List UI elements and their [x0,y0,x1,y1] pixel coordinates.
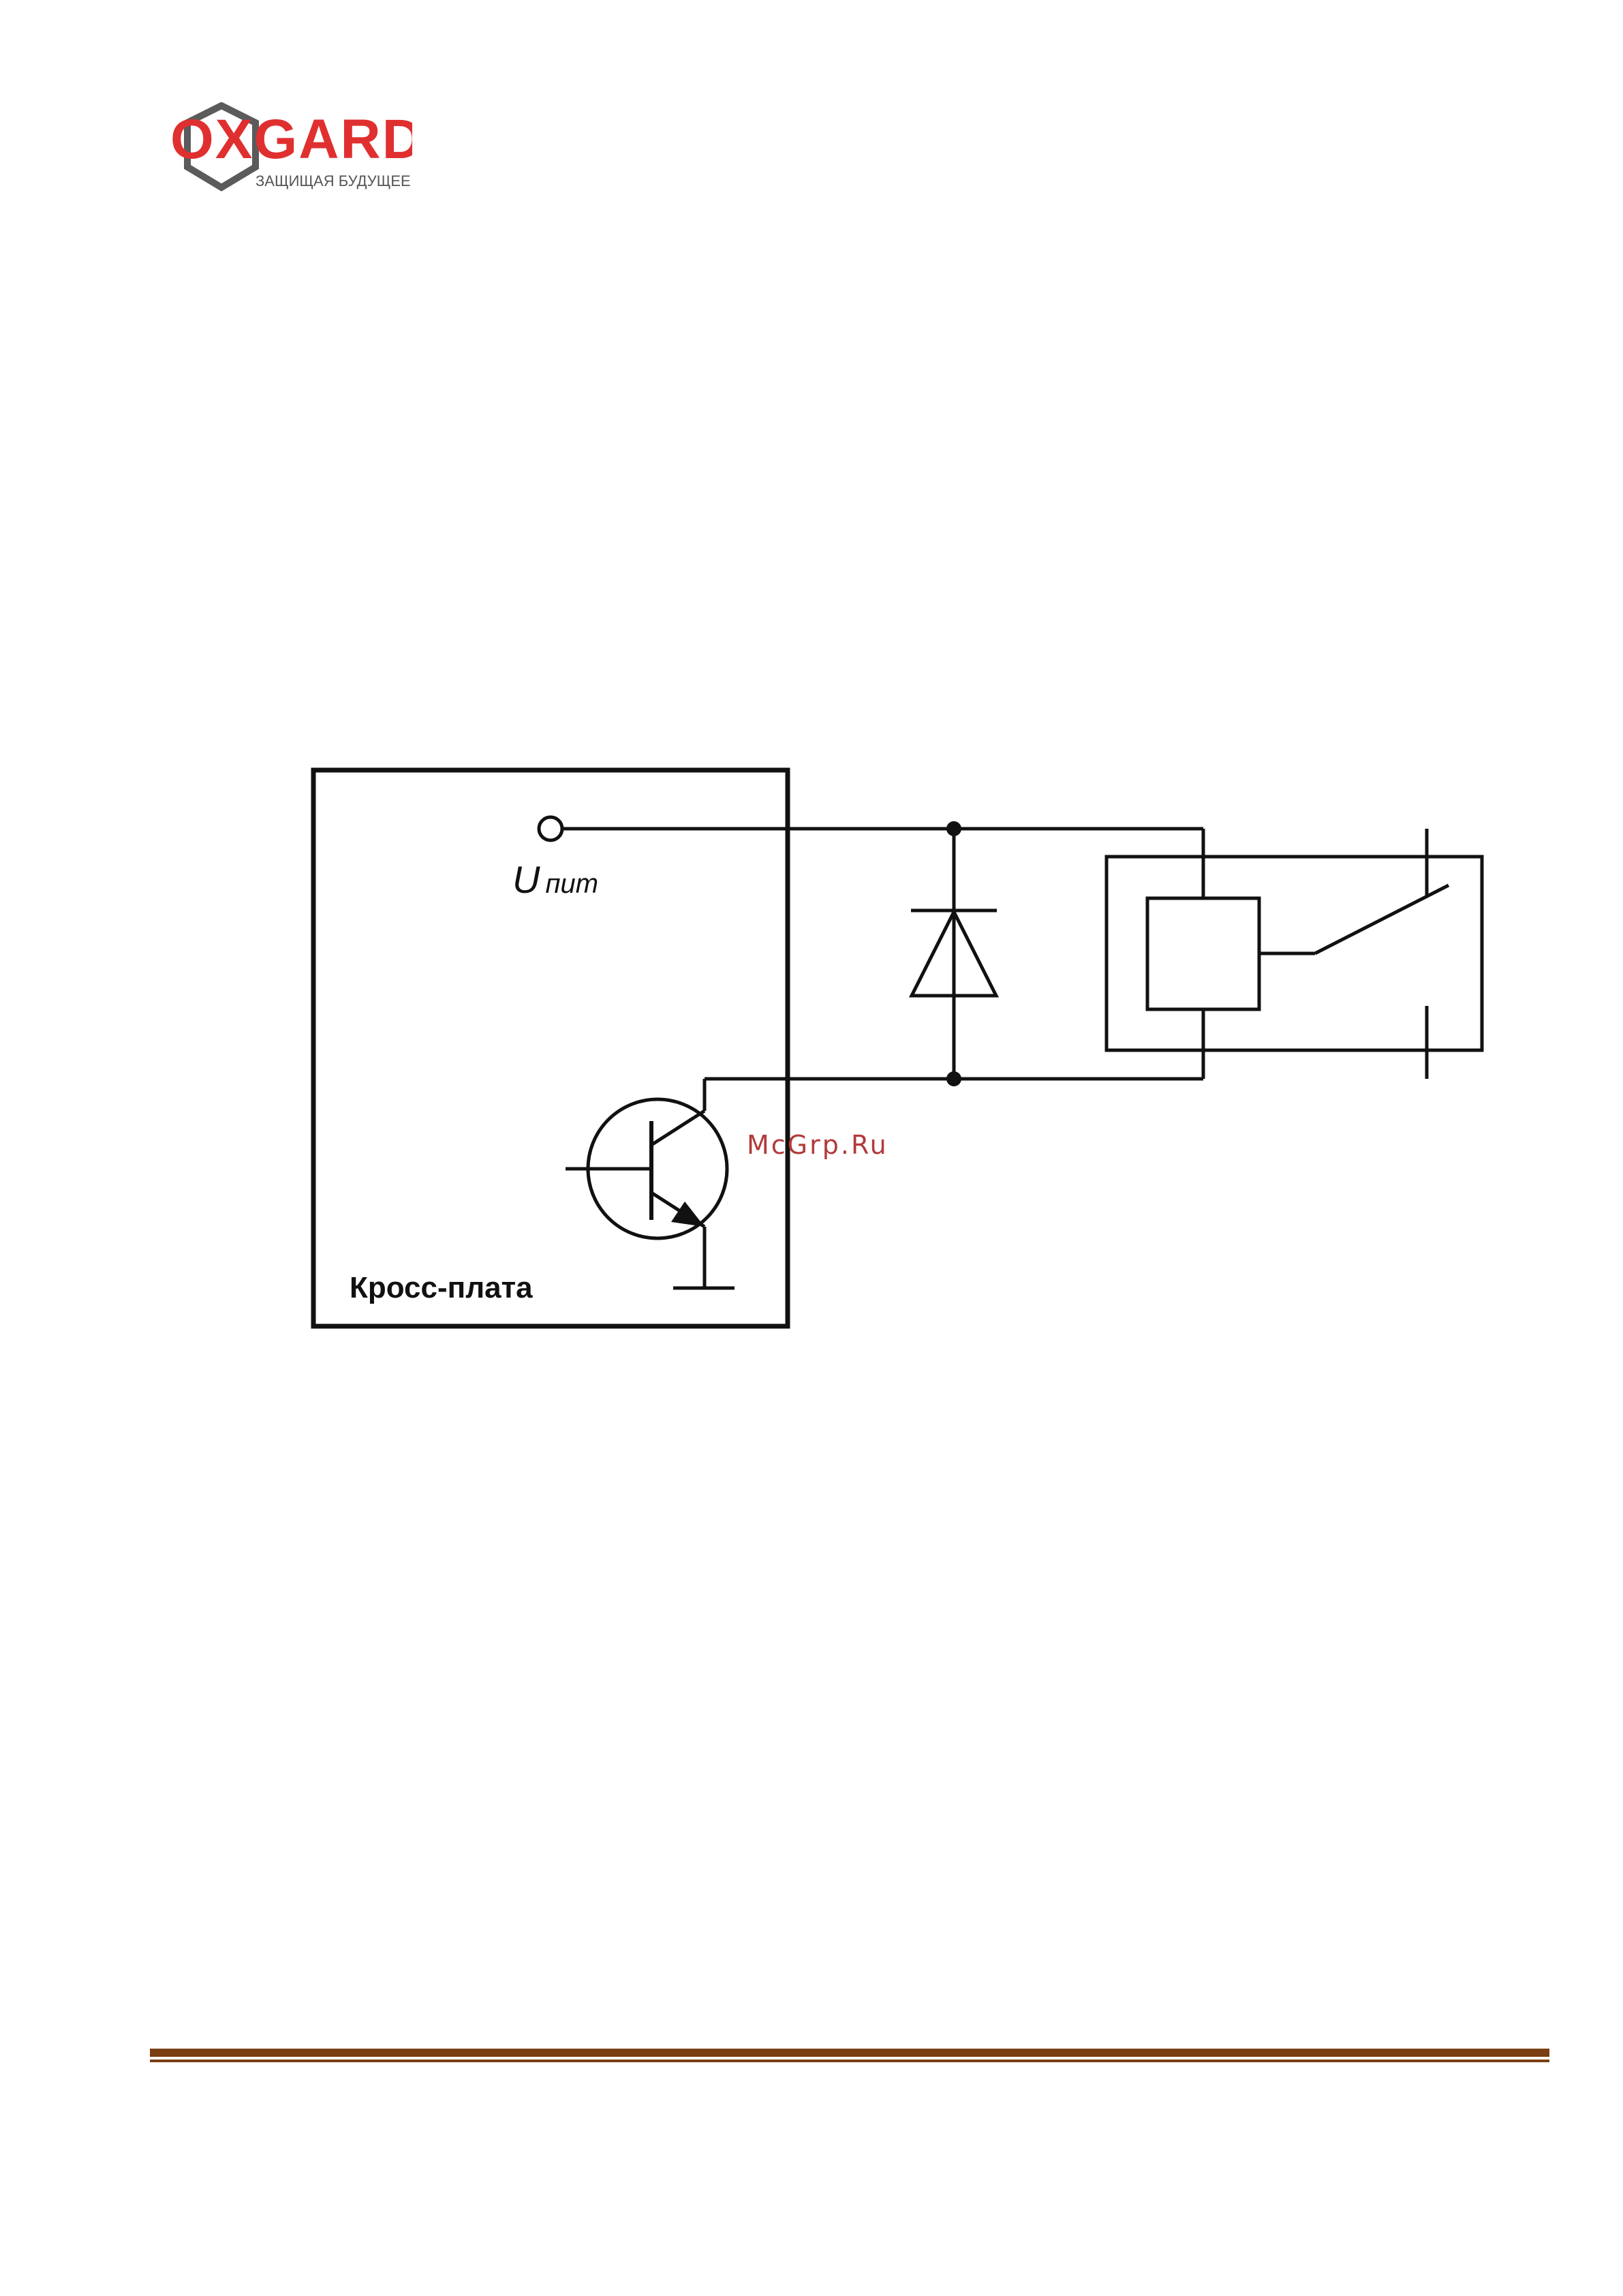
oxgard-logo: OXGARD ЗАЩИЩАЯ БУДУЩЕЕ [167,102,412,194]
cross-board-label: Кросс-плата [350,1271,533,1304]
supply-terminal-icon [539,817,562,840]
logo-tagline: ЗАЩИЩАЯ БУДУЩЕЕ [256,172,411,189]
relay-switch-icon [1315,885,1449,953]
emitter-arrow-icon [671,1201,705,1227]
relay-coil-icon [1147,898,1259,1009]
footer-rule [150,2049,1549,2064]
watermark-text: McGrp.Ru [747,1130,888,1160]
logo-brand-text: OXGARD [170,108,412,170]
footer-rule-thick [150,2049,1549,2057]
cross-board-box [313,770,788,1326]
footer-rule-thin [150,2060,1549,2062]
